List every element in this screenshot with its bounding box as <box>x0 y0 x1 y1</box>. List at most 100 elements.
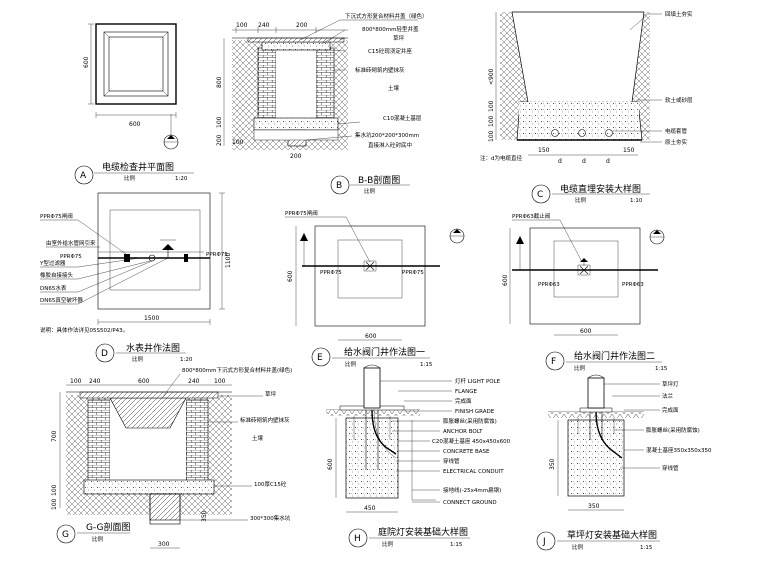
svg-text:800*800mm下沉式方形复合材料井盖(绿色): 800*800mm下沉式方形复合材料井盖(绿色) <box>182 366 292 374</box>
svg-text:下沉式方形复合材料井盖（绿色）: 下沉式方形复合材料井盖（绿色） <box>345 12 428 20</box>
svg-text:标准砖砌筑内壁抹灰: 标准砖砌筑内壁抹灰 <box>355 66 405 74</box>
svg-text:1:10: 1:10 <box>630 198 643 204</box>
detail-e-title: 给水阀门井作法图一 <box>344 346 425 358</box>
svg-text:PPRΦ63: PPRΦ63 <box>622 282 644 288</box>
svg-text:膨胀螺丝(采用防腐蚀): 膨胀螺丝(采用防腐蚀) <box>443 417 497 425</box>
svg-text:橡胶自接接头: 橡胶自接接头 <box>40 271 74 279</box>
detail-b-section: 100 240 200 800 100 200 100 200 下沉式方形复合材… <box>216 12 428 195</box>
detail-c-letter: C <box>537 190 543 200</box>
svg-text:350: 350 <box>549 458 556 470</box>
svg-text:CONCRETE BASE: CONCRETE BASE <box>443 449 490 455</box>
svg-text:草坪: 草坪 <box>393 34 405 42</box>
svg-text:ELECTRICAL CONDUIT: ELECTRICAL CONDUIT <box>443 469 504 475</box>
svg-text:PPRΦ75: PPRΦ75 <box>402 270 424 276</box>
detail-b-letter: B <box>336 181 342 191</box>
svg-text:600: 600 <box>502 274 509 286</box>
svg-text:原土夯实: 原土夯实 <box>665 138 688 146</box>
svg-text:1:15: 1:15 <box>420 362 433 368</box>
detail-c-trench: 回填土夯实 软土或砂层 电缆套管 原土夯实 <900 100 100 100 1… <box>480 10 693 204</box>
detail-j-lawn-lamp-base: 350 350 草坪灯 法兰 完成面 膨胀螺丝(采用防腐蚀) 混凝土基座350x… <box>536 374 712 551</box>
svg-text:450: 450 <box>364 505 376 512</box>
detail-h-lamp-base: 600 450 灯杆 LIGHT POLE FLANGE 完成面 FINISH … <box>326 364 511 548</box>
detail-f-marker <box>545 351 565 371</box>
svg-text:100: 100 <box>51 498 58 510</box>
svg-text:100: 100 <box>488 130 495 142</box>
svg-text:比例: 比例 <box>572 543 584 551</box>
detail-g-title: G-G剖面图 <box>86 521 131 533</box>
detail-d-title: 水表井作法图 <box>126 342 180 354</box>
svg-text:草坪: 草坪 <box>265 390 277 398</box>
svg-text:FINISH GRADE: FINISH GRADE <box>455 409 495 415</box>
svg-text:240: 240 <box>89 378 101 385</box>
svg-text:100: 100 <box>236 22 248 29</box>
svg-text:1500: 1500 <box>144 315 159 322</box>
svg-text:200: 200 <box>216 134 223 146</box>
detail-c-marker <box>531 184 551 204</box>
svg-text:1:20: 1:20 <box>175 176 188 182</box>
svg-text:土壤: 土壤 <box>252 434 264 442</box>
c-note: 注：d为电缆直径 <box>480 154 522 162</box>
svg-text:直接淋入砼封底中: 直接淋入砼封底中 <box>368 141 412 149</box>
svg-text:150: 150 <box>538 147 550 154</box>
detail-b-title: B-B剖面图 <box>358 174 400 186</box>
svg-text:600: 600 <box>580 328 592 335</box>
svg-text:100: 100 <box>216 116 223 128</box>
svg-text:C10混凝土基层: C10混凝土基层 <box>383 114 422 122</box>
detail-f-letter: F <box>551 357 556 367</box>
a-dim-width: 600 <box>129 121 141 128</box>
detail-h-marker <box>348 528 368 548</box>
svg-text:200: 200 <box>290 153 302 160</box>
svg-text:1100: 1100 <box>225 253 232 268</box>
svg-text:600: 600 <box>287 270 294 282</box>
detail-f-title: 给水阀门井作法图二 <box>574 350 655 362</box>
svg-text:比例: 比例 <box>92 535 104 543</box>
svg-text:150: 150 <box>623 147 635 154</box>
svg-text:混凝土基座350x350x350: 混凝土基座350x350x350 <box>646 446 712 454</box>
svg-text:比例: 比例 <box>574 364 586 372</box>
svg-text:240: 240 <box>188 378 200 385</box>
svg-text:穿线管: 穿线管 <box>662 464 679 472</box>
svg-text:100: 100 <box>214 378 226 385</box>
detail-d-letter: D <box>101 349 108 359</box>
svg-text:300*300集水坑: 300*300集水坑 <box>250 514 291 522</box>
detail-a-marker <box>74 165 94 185</box>
svg-text:DN65真空破坏器: DN65真空破坏器 <box>40 296 83 304</box>
svg-text:电缆套管: 电缆套管 <box>665 127 688 135</box>
detail-g-letter: G <box>62 530 69 540</box>
svg-text:C15砼现浇定井座: C15砼现浇定井座 <box>368 47 412 55</box>
svg-text:200: 200 <box>296 22 308 29</box>
detail-g-section: 100 240 600 240 100 700 100 100 350 300 … <box>51 366 292 549</box>
svg-text:PPRΦ75: PPRΦ75 <box>60 254 82 260</box>
svg-text:接地线(-25x4mm扁钢): 接地线(-25x4mm扁钢) <box>443 486 501 494</box>
svg-text:100: 100 <box>51 484 58 496</box>
svg-text:DN65水表: DN65水表 <box>40 284 67 292</box>
detail-d-meter-pit: 1100 1500 PPRΦ75闸阀 由室外给水管网引来 Y型过滤器 PPRΦ7… <box>39 192 232 363</box>
svg-text:1:20: 1:20 <box>180 357 193 363</box>
svg-text:PPRΦ75闸阀: PPRΦ75闸阀 <box>285 209 318 217</box>
svg-text:比例: 比例 <box>132 355 144 363</box>
svg-text:d: d <box>606 158 610 165</box>
detail-j-title: 草坪灯安装基础大样图 <box>567 529 657 541</box>
svg-text:比例: 比例 <box>364 187 376 195</box>
detail-e-letter: E <box>317 353 323 363</box>
svg-text:100: 100 <box>70 378 82 385</box>
svg-text:软土或砂层: 软土或砂层 <box>665 96 693 104</box>
svg-text:比例: 比例 <box>124 174 136 182</box>
detail-e-marker <box>311 347 331 367</box>
svg-text:穿线管: 穿线管 <box>443 457 460 465</box>
detail-d-marker <box>95 343 115 363</box>
svg-text:600: 600 <box>327 458 334 470</box>
svg-text:标准砖砌筑内壁抹灰: 标准砖砌筑内壁抹灰 <box>240 416 290 424</box>
svg-text:PPRΦ75: PPRΦ75 <box>206 252 228 258</box>
svg-text:600: 600 <box>138 378 150 385</box>
svg-text:C20混凝土基座 450x450x600: C20混凝土基座 450x450x600 <box>432 437 511 445</box>
svg-text:100: 100 <box>232 139 244 146</box>
svg-text:800: 800 <box>216 76 223 88</box>
svg-text:完成面: 完成面 <box>662 406 679 414</box>
svg-text:300: 300 <box>158 541 170 548</box>
svg-text:土壤: 土壤 <box>388 84 400 92</box>
detail-a-letter: A <box>80 171 87 181</box>
svg-text:灯杆 LIGHT POLE: 灯杆 LIGHT POLE <box>455 377 501 385</box>
svg-text:ANCHOR BOLT: ANCHOR BOLT <box>443 429 483 435</box>
detail-e-valve-pit: PPRΦ75闸阀 PPRΦ75 PPRΦ75 600 600 E 给水阀门井作法… <box>285 209 465 368</box>
